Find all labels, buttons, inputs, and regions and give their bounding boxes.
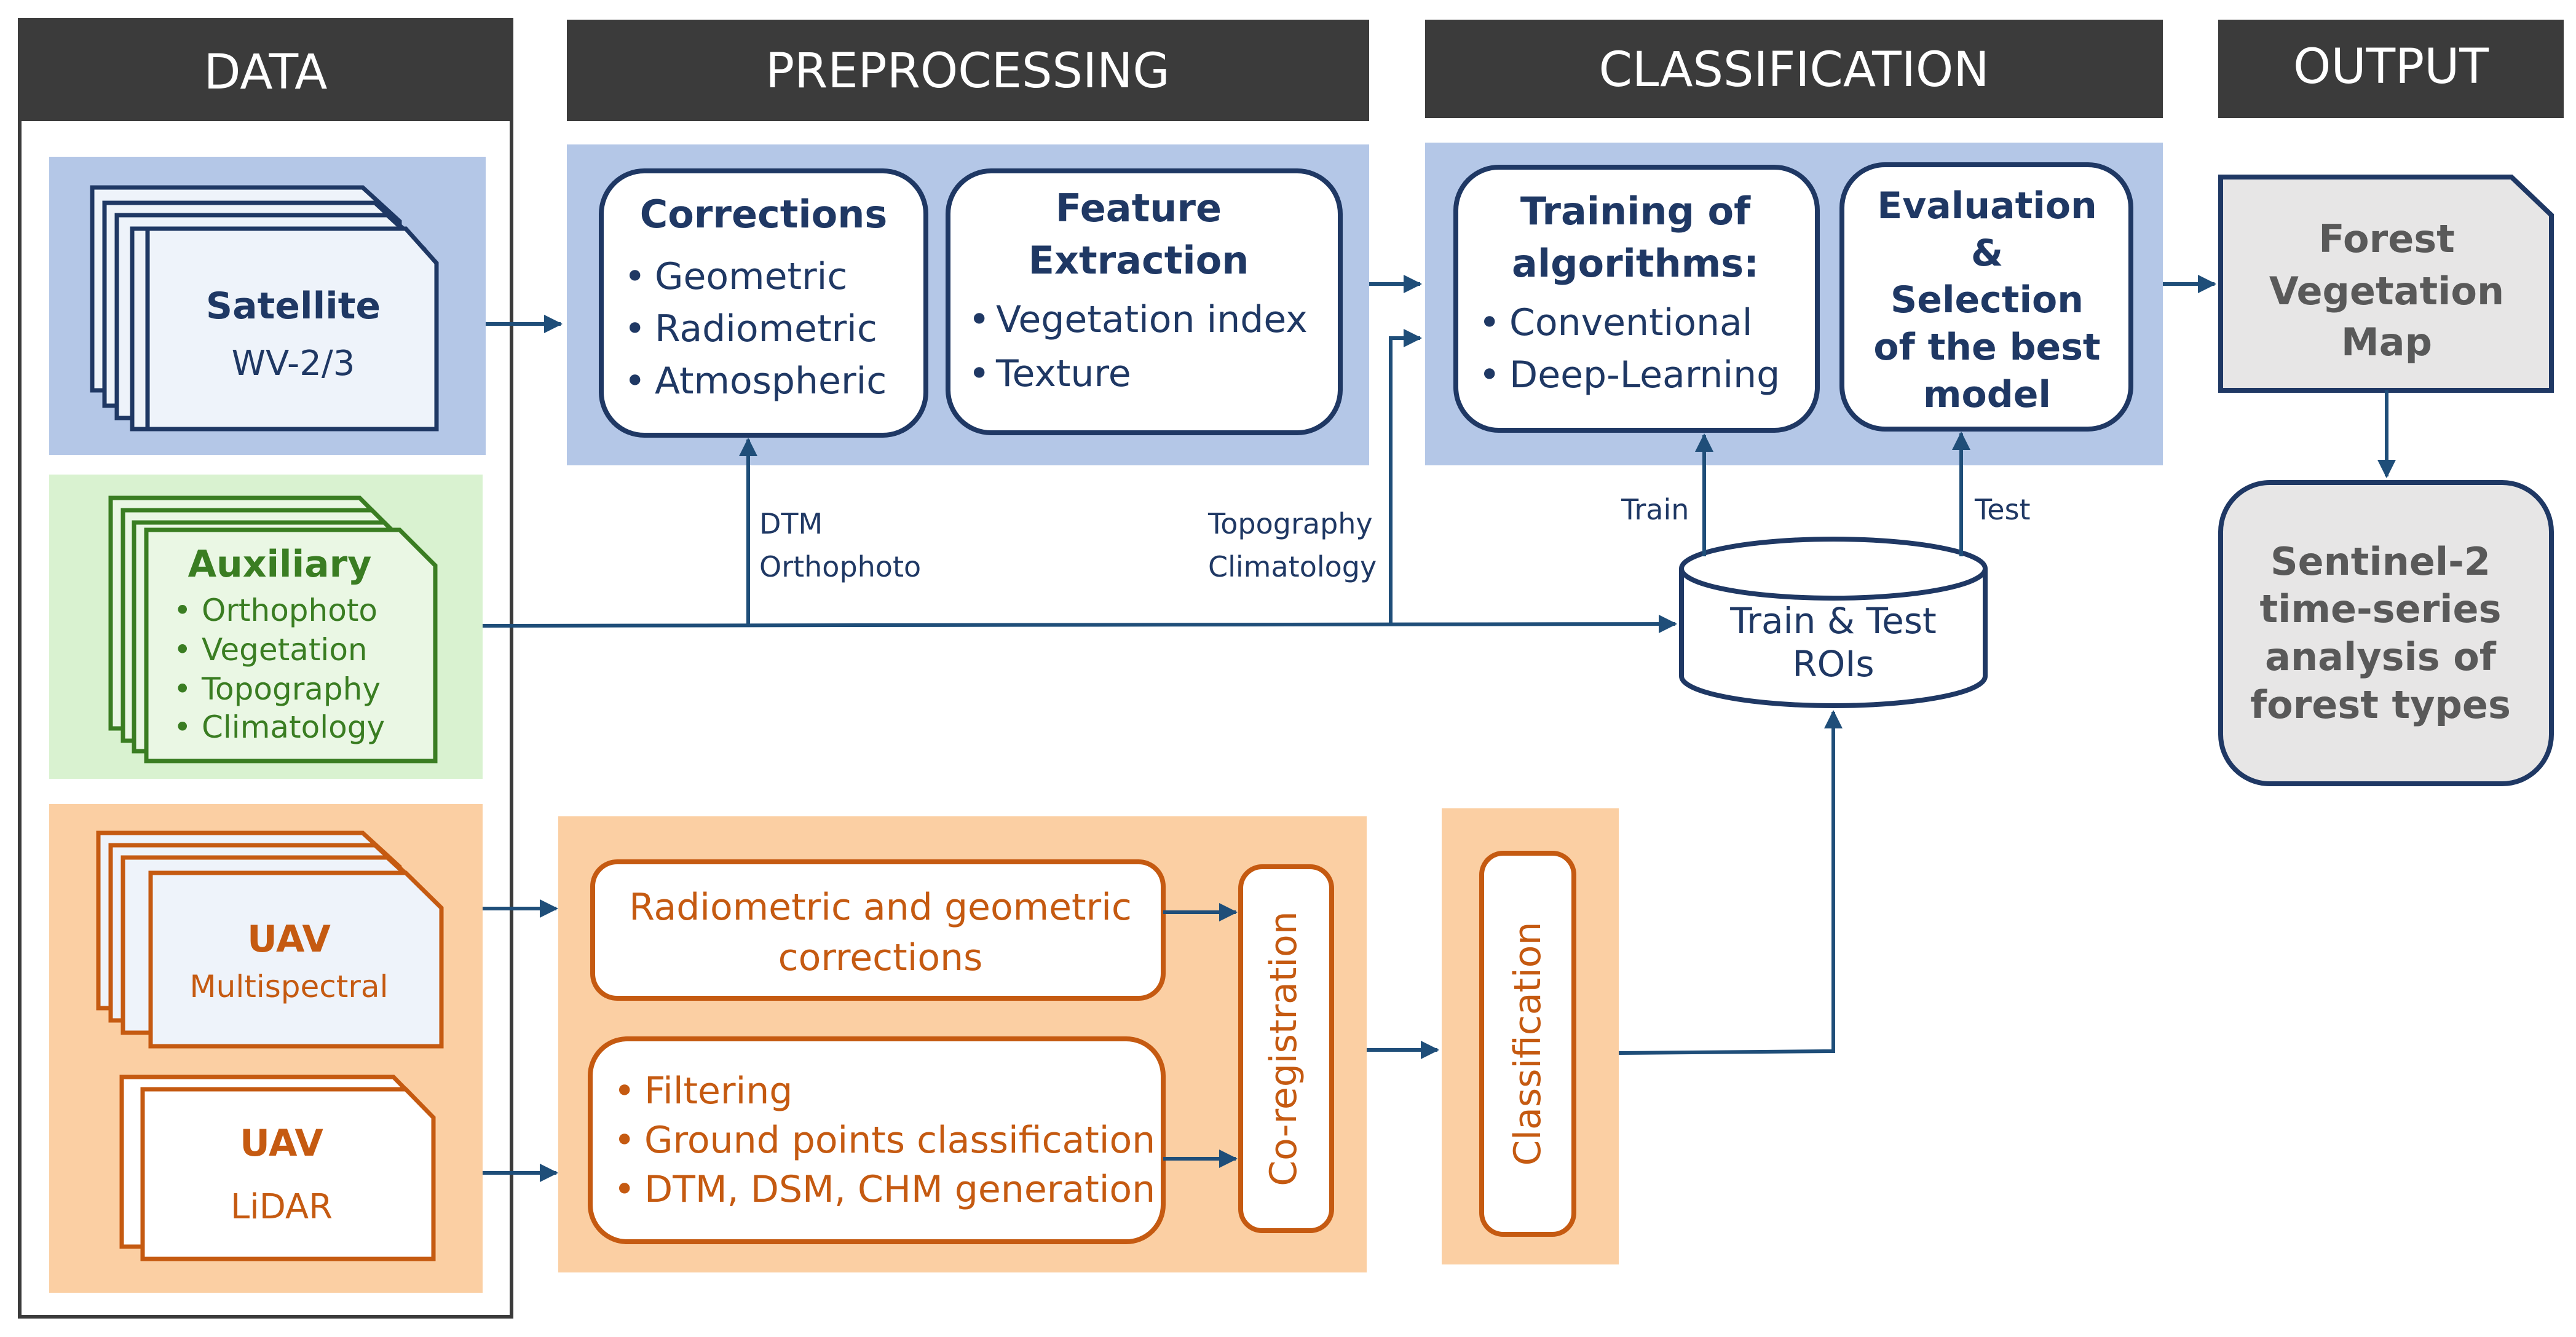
svg-text:Vegetation: Vegetation (202, 632, 368, 668)
svg-text:Co-registration: Co-registration (1262, 911, 1305, 1186)
svg-text:Training of: Training of (1520, 189, 1751, 234)
svg-text:CLASSIFICATION: CLASSIFICATION (1598, 42, 1989, 98)
uav-classification-box: Classification (1479, 851, 1576, 1237)
svg-text:Map: Map (2341, 320, 2432, 365)
svg-text:Climatology: Climatology (1208, 550, 1377, 583)
svg-text:Train: Train (1621, 493, 1689, 526)
svg-text:Classification: Classification (1506, 921, 1549, 1165)
svg-text:Conventional: Conventional (1509, 301, 1752, 344)
svg-text:&: & (1971, 232, 2003, 275)
svg-text:model: model (1923, 373, 2051, 416)
satellite-document-stack (90, 185, 439, 432)
svg-text:•: • (614, 1168, 635, 1211)
uav-lidar-document-stack (119, 1075, 436, 1261)
svg-text:Test: Test (1974, 493, 2031, 526)
svg-text:•: • (173, 671, 192, 707)
sentinel-analysis-box: Sentinel-2 time-series analysis of fores… (2218, 480, 2554, 786)
svg-text:Corrections: Corrections (640, 192, 888, 237)
svg-text:ROIs: ROIs (1792, 643, 1874, 685)
header-preprocessing: PREPROCESSING (567, 20, 1369, 121)
uav-multispectral-document-stack (96, 830, 444, 1049)
svg-text:•: • (968, 298, 990, 341)
forest-vegetation-map-box: Forest Vegetation Map (2218, 175, 2554, 393)
svg-text:Sentinel-2: Sentinel-2 (2270, 539, 2491, 584)
svg-text:Texture: Texture (995, 352, 1131, 395)
svg-text:•: • (968, 352, 990, 395)
svg-text:Ground points classification: Ground points classification (644, 1119, 1155, 1162)
train-test-rois-cylinder: Train & Test ROIs (1679, 537, 1988, 708)
satellite-subtitle: WV-2/3 (232, 344, 355, 384)
svg-text:Evaluation: Evaluation (1877, 184, 2097, 227)
svg-text:Topography: Topography (201, 671, 381, 707)
svg-text:Extraction: Extraction (1029, 238, 1249, 283)
svg-text:DTM, DSM, CHM generation: DTM, DSM, CHM generation (644, 1168, 1155, 1211)
svg-text:DATA: DATA (204, 45, 328, 100)
uav-lidar-subtitle: LiDAR (231, 1187, 333, 1227)
coregistration-box: Co-registration (1238, 864, 1334, 1233)
svg-text:Geometric: Geometric (655, 255, 847, 298)
svg-text:Radiometric: Radiometric (655, 307, 877, 350)
svg-text:•: • (173, 709, 192, 745)
auxiliary-title: Auxiliary (188, 543, 372, 586)
svg-text:•: • (173, 593, 192, 628)
svg-text:OUTPUT: OUTPUT (2293, 39, 2489, 95)
svg-text:PREPROCESSING: PREPROCESSING (765, 44, 1170, 99)
svg-text:•: • (614, 1119, 635, 1162)
evaluation-box: Evaluation & Selection of the best model (1839, 162, 2133, 432)
auxiliary-items: •Orthophoto •Vegetation •Topography •Cli… (173, 593, 385, 745)
svg-text:•: • (624, 360, 646, 403)
svg-text:•: • (614, 1070, 635, 1113)
uav-lidar-title: UAV (240, 1122, 323, 1165)
svg-text:Forest: Forest (2318, 216, 2455, 261)
svg-text:Feature: Feature (1056, 186, 1222, 231)
edge-labels: DTM Orthophoto Topography Climatology Tr… (759, 493, 2031, 583)
feature-extraction-box: Feature Extraction •Vegetation index •Te… (946, 168, 1343, 435)
svg-text:algorithms:: algorithms: (1512, 241, 1759, 286)
svg-text:Vegetation index: Vegetation index (996, 298, 1308, 341)
uav-multispectral-subtitle: Multispectral (190, 969, 389, 1004)
svg-text:•: • (173, 632, 192, 668)
svg-text:Climatology: Climatology (202, 709, 385, 745)
svg-text:•: • (624, 307, 646, 350)
svg-text:Filtering: Filtering (644, 1070, 792, 1113)
radiometric-geometric-box: Radiometric and geometric corrections (590, 859, 1166, 1001)
connectors (482, 275, 2396, 1182)
svg-text:Atmospheric: Atmospheric (655, 360, 887, 403)
svg-text:analysis of: analysis of (2265, 634, 2497, 679)
header-classification: CLASSIFICATION (1425, 20, 2163, 118)
svg-text:Topography: Topography (1207, 507, 1373, 540)
svg-text:forest types: forest types (2250, 682, 2511, 727)
uav-multispectral-title: UAV (247, 918, 331, 961)
training-box: Training of algorithms: •Conventional •D… (1453, 165, 1820, 433)
lidar-processing-box: •Filtering •Ground points classification… (588, 1036, 1166, 1244)
header-data: DATA (20, 20, 512, 121)
svg-text:•: • (1479, 301, 1500, 344)
corrections-box: Corrections •Geometric •Radiometric •Atm… (599, 168, 928, 438)
svg-text:Vegetation: Vegetation (2269, 269, 2504, 314)
svg-text:Deep-Learning: Deep-Learning (1509, 353, 1780, 396)
svg-text:Orthophoto: Orthophoto (202, 593, 377, 628)
svg-text:Selection: Selection (1891, 278, 2084, 321)
auxiliary-document-stack (108, 495, 438, 763)
svg-text:Radiometric and geometric: Radiometric and geometric (629, 886, 1132, 929)
data-column-frame (18, 18, 513, 1319)
svg-text:DTM: DTM (759, 507, 823, 540)
svg-text:corrections: corrections (778, 936, 983, 979)
svg-text:Orthophoto: Orthophoto (759, 550, 921, 583)
svg-text:•: • (624, 255, 646, 298)
svg-text:Train & Test: Train & Test (1729, 600, 1936, 642)
header-output: OUTPUT (2218, 20, 2564, 118)
svg-text:•: • (1479, 353, 1500, 396)
svg-text:time-series: time-series (2259, 586, 2501, 631)
satellite-title: Satellite (206, 285, 381, 328)
svg-text:of the best: of the best (1873, 326, 2100, 369)
